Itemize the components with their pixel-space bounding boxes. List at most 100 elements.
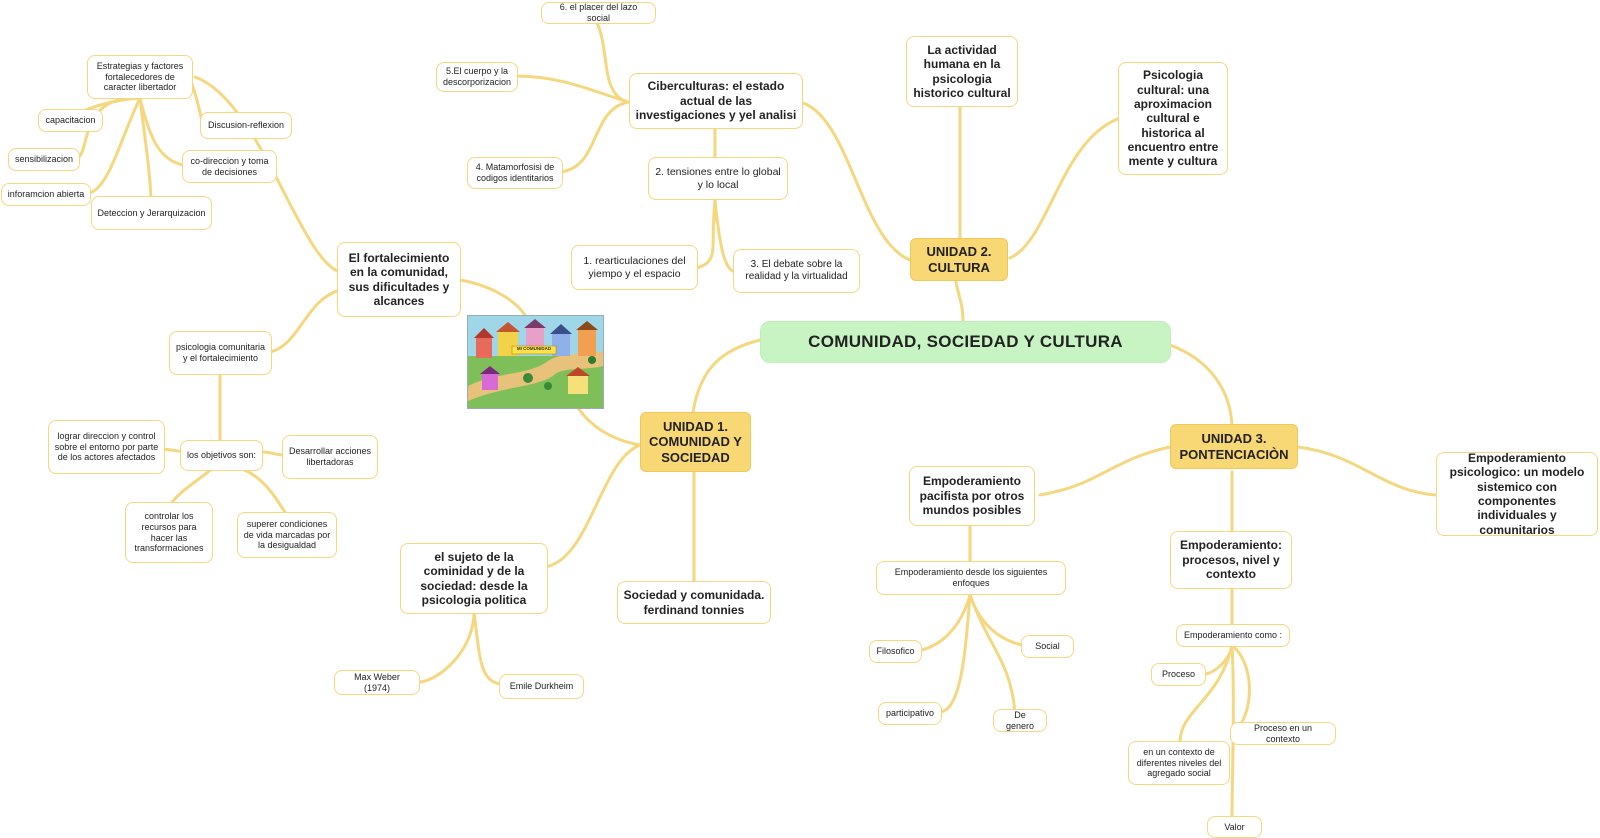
discusion-label: Discusion-reflexion — [207, 120, 285, 131]
valor-node[interactable]: Valor — [1207, 816, 1262, 838]
link-u1-image — [576, 406, 642, 447]
emile-durkheim-node[interactable]: Emile Durkheim — [499, 674, 584, 699]
actividad-humana-label: La actividad humana en la psicologia his… — [913, 42, 1011, 100]
psicologia-comunitaria-node[interactable]: psicologia comunitaria y el fortalecimie… — [169, 331, 272, 375]
max-weber-node[interactable]: Max Weber (1974) — [334, 670, 420, 695]
participativo-label: participativo — [885, 708, 935, 719]
link-fort-psicocom — [268, 288, 342, 354]
de-genero-node[interactable]: De genero — [993, 709, 1047, 732]
objetivos-node[interactable]: los objetivos son: — [180, 440, 263, 471]
empoderamiento-procesos-node[interactable]: Empoderamiento: procesos, nivel y contex… — [1170, 531, 1292, 589]
cuerpo-node[interactable]: 5.El cuerpo y la descorporizacion — [436, 62, 518, 92]
actividad-humana-node[interactable]: La actividad humana en la psicologia his… — [906, 36, 1018, 107]
rearticulaciones-node[interactable]: 1. rearticulaciones del yiempo y el espa… — [571, 245, 698, 290]
sujeto-comunidad-label: el sujeto de la cominidad y de la socied… — [420, 549, 528, 607]
emile-durkheim-label: Emile Durkheim — [509, 681, 574, 692]
codireccion-node[interactable]: co-direccion y toma de decisiones — [182, 150, 277, 183]
sensibilizacion-node[interactable]: sensibilizacion — [8, 148, 80, 171]
filosofico-label: Filosofico — [876, 646, 915, 657]
link-sujeto-weber — [418, 610, 476, 684]
capacitacion-node[interactable]: capacitacion — [38, 109, 103, 132]
root-topic-label: COMUNIDAD, SOCIEDAD Y CULTURA — [808, 331, 1123, 351]
controlar-recursos-label: controlar los recursos para hacer las tr… — [134, 510, 204, 554]
estrategias-node[interactable]: Estrategias y factores fortalecedores de… — [87, 55, 193, 99]
proceso-contexto-node[interactable]: Proceso en un contexto — [1230, 722, 1336, 745]
link-ciber-cuerpo — [513, 74, 630, 104]
empoderamiento-psicologico-node[interactable]: Empoderamiento psicologico: un modelo si… — [1436, 452, 1598, 536]
rearticulaciones-label: 1. rearticulaciones del yiempo y el espa… — [583, 254, 686, 280]
capacitacion-label: capacitacion — [45, 115, 96, 126]
superer-condiciones-node[interactable]: superer condiciones de vida marcadas por… — [237, 512, 337, 558]
enfoques-node[interactable]: Empoderamiento desde los siguientes enfo… — [876, 561, 1066, 595]
deteccion-label: Deteccion y Jerarquizacion — [97, 207, 206, 218]
sensibilizacion-label: sensibilizacion — [14, 154, 74, 165]
max-weber-label: Max Weber (1974) — [354, 671, 400, 693]
desarrollar-acciones-node[interactable]: Desarrollar acciones libertadoras — [282, 435, 378, 479]
tonnies-node[interactable]: Sociedad y comunidada. ferdinand tonnies — [617, 581, 771, 624]
link-estr-codireccion — [138, 96, 185, 167]
empoderamiento-pacifista-node[interactable]: Empoderamiento pacifista por otros mundo… — [909, 466, 1035, 526]
placer-lazo-label: 6. el placer del lazo social — [559, 2, 638, 23]
empoderamiento-procesos-label: Empoderamiento: procesos, nivel y contex… — [1179, 538, 1282, 582]
participativo-node[interactable]: participativo — [878, 702, 942, 725]
lograr-direccion-label: lograr direccion y control sobre el ento… — [54, 430, 159, 463]
link-u3-psicologico — [1296, 445, 1437, 497]
ciberculturas-label: Ciberculturas: el estado actual de las i… — [635, 79, 797, 123]
link-root-unidad3 — [1168, 343, 1234, 427]
mi-comunidad-image: MI COMUNIDAD — [467, 315, 604, 409]
filosofico-node[interactable]: Filosofico — [869, 640, 922, 663]
link-fort-estrategias — [193, 75, 342, 274]
contexto-niveles-node[interactable]: en un contexto de diferentes niveles del… — [1128, 741, 1230, 785]
link-enf-participativo — [938, 593, 972, 714]
proceso-node[interactable]: Proceso — [1151, 663, 1206, 686]
de-genero-label: De genero — [1005, 709, 1035, 731]
deteccion-node[interactable]: Deteccion y Jerarquizacion — [91, 196, 212, 230]
fortalecimiento-node[interactable]: El fortalecimiento en la comunidad, sus … — [337, 242, 461, 317]
controlar-recursos-node[interactable]: controlar los recursos para hacer las tr… — [125, 502, 213, 563]
link-ciber-placer — [595, 21, 630, 104]
social-node[interactable]: Social — [1021, 635, 1074, 658]
unidad1-topic[interactable]: UNIDAD 1. COMUNIDAD Y SOCIEDAD — [640, 412, 751, 472]
informacion-abierta-node[interactable]: inforamcion abierta — [1, 183, 91, 206]
valor-label: Valor — [1224, 821, 1245, 832]
cuerpo-label: 5.El cuerpo y la descorporizacion — [442, 66, 512, 87]
link-u3-pacifista — [1038, 445, 1172, 497]
sujeto-comunidad-node[interactable]: el sujeto de la cominidad y de la socied… — [400, 543, 548, 614]
link-enf-social — [968, 593, 1024, 647]
link-image-fortalecimiento — [458, 278, 527, 317]
lograr-direccion-node[interactable]: lograr direccion y control sobre el ento… — [48, 420, 165, 474]
link-como-niveles — [1178, 643, 1234, 744]
enfoques-label: Empoderamiento desde los siguientes enfo… — [894, 567, 1048, 588]
empoderamiento-como-label: Empoderamiento como : — [1183, 630, 1283, 641]
psicologia-comunitaria-label: psicologia comunitaria y el fortalecimie… — [175, 342, 266, 363]
discusion-node[interactable]: Discusion-reflexion — [200, 112, 292, 139]
link-enf-genero — [968, 593, 1017, 714]
empoderamiento-pacifista-label: Empoderamiento pacifista por otros mundo… — [919, 474, 1025, 518]
estrategias-label: Estrategias y factores fortalecedores de… — [96, 60, 184, 93]
link-u1-sujeto — [543, 443, 642, 569]
psicologia-cultural-label: Psicologia cultural: una aproximacion cu… — [1127, 68, 1219, 169]
social-label: Social — [1035, 641, 1060, 652]
empoderamiento-como-node[interactable]: Empoderamiento como : — [1176, 624, 1290, 647]
tensiones-label: 2. tensiones entre lo global y lo local — [655, 165, 781, 191]
root-topic[interactable]: COMUNIDAD, SOCIEDAD Y CULTURA — [760, 321, 1171, 363]
link-estr-deteccion — [138, 96, 153, 202]
link-enf-filosofico — [920, 593, 972, 652]
debate-node[interactable]: 3. El debate sobre la realidad y la virt… — [733, 249, 860, 293]
ciberculturas-node[interactable]: Ciberculturas: el estado actual de las i… — [629, 73, 803, 129]
psicologia-cultural-node[interactable]: Psicologia cultural: una aproximacion cu… — [1118, 62, 1228, 175]
tonnies-label: Sociedad y comunidada. ferdinand tonnies — [623, 588, 765, 617]
informacion-abierta-label: inforamcion abierta — [7, 189, 85, 200]
metamorfosis-node[interactable]: 4. Matamorfosisi de codigos identitarios — [467, 157, 563, 189]
unidad2-topic[interactable]: UNIDAD 2. CULTURA — [910, 238, 1008, 281]
superer-condiciones-label: superer condiciones de vida marcadas por… — [243, 518, 331, 551]
link-tensiones-debate — [713, 198, 737, 274]
placer-lazo-node[interactable]: 6. el placer del lazo social — [541, 2, 656, 24]
tensiones-node[interactable]: 2. tensiones entre lo global y lo local — [648, 157, 788, 200]
unidad3-topic[interactable]: UNIDAD 3. PONTENCIACIÒN — [1170, 424, 1298, 469]
link-tensiones-rearticulaciones — [695, 198, 717, 270]
metamorfosis-label: 4. Matamorfosisi de codigos identitarios — [475, 162, 555, 183]
link-sujeto-durkheim — [472, 610, 502, 686]
link-obj-desarrollar — [260, 450, 285, 457]
